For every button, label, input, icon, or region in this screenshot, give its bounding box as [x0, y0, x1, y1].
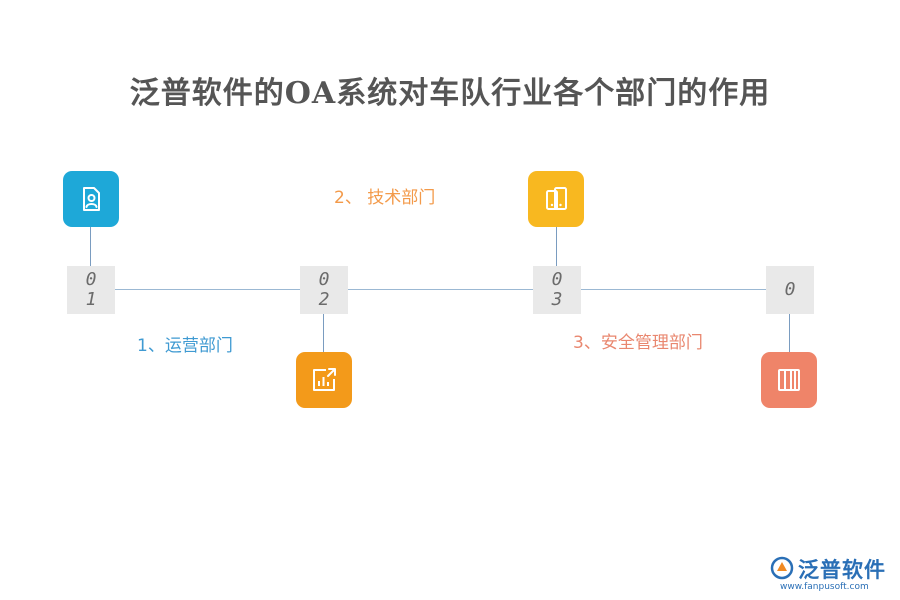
connector-4	[789, 314, 790, 352]
timeline-node-2: 0 2	[300, 266, 348, 314]
brand-mark-icon	[770, 556, 794, 580]
timeline-line	[90, 289, 790, 290]
node-number-top: 0	[318, 269, 330, 290]
user-document-icon	[83, 187, 100, 211]
user-document-icon-box	[63, 171, 119, 227]
node-number-top: 0	[784, 279, 796, 300]
tablet-device-icon-box	[528, 171, 584, 227]
brand-logo: 泛普软件 www.fanpusoft.com	[770, 552, 890, 592]
node-number-bottom: 3	[551, 289, 563, 310]
page-title: 泛普软件的OA系统对车队行业各个部门的作用	[129, 76, 771, 111]
label-operations-department: 1、运营部门	[137, 336, 233, 356]
connector-2	[323, 314, 324, 352]
book-columns-icon	[778, 369, 800, 391]
connector-3	[556, 227, 557, 266]
bar-chart-export-icon	[313, 368, 336, 391]
timeline-node-3: 0 3	[533, 266, 581, 314]
tablet-device-icon	[546, 187, 567, 210]
label-technical-department: 2、 技术部门	[334, 188, 436, 208]
timeline-node-1: 0 1	[67, 266, 115, 314]
label-safety-management-department: 3、安全管理部门	[573, 333, 703, 353]
node-number-bottom: 2	[318, 289, 330, 310]
node-number-top: 0	[551, 269, 563, 290]
node-number-top: 0	[85, 269, 97, 290]
brand-url: www.fanpusoft.com	[780, 582, 869, 592]
connector-1	[90, 227, 91, 266]
bar-chart-export-icon-box	[296, 352, 352, 408]
book-columns-icon-box	[761, 352, 817, 408]
node-number-bottom: 1	[85, 289, 97, 310]
brand-name: 泛普软件	[798, 558, 886, 582]
timeline-node-4: 0	[766, 266, 814, 314]
